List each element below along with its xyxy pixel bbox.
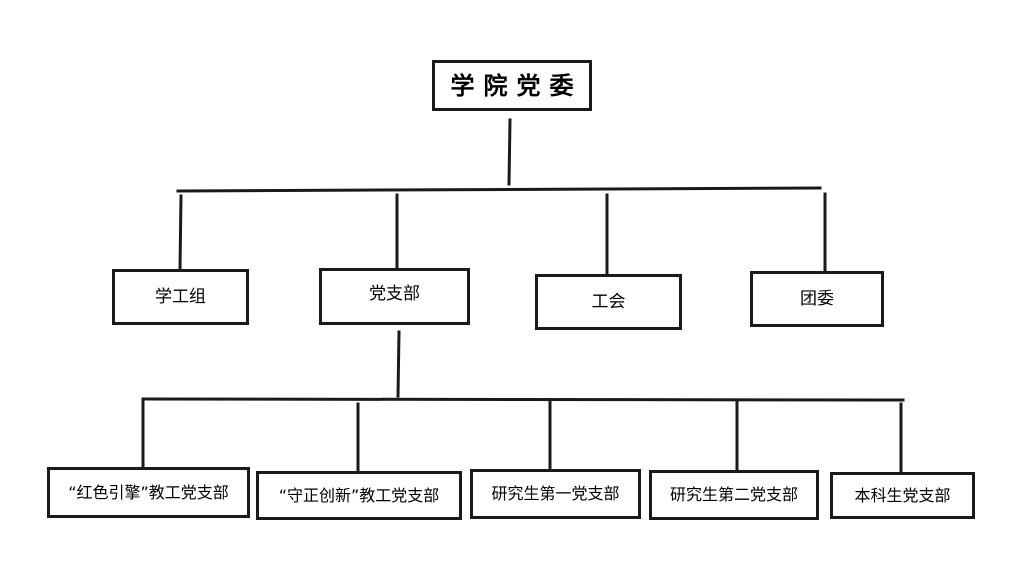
root-connector bbox=[507, 118, 512, 186]
node-dangzhibu: 党支部 bbox=[319, 268, 470, 325]
node-leaf-1: “红色引擎”教工党支部 bbox=[47, 467, 250, 518]
root-label: 学院党委 bbox=[450, 71, 583, 100]
branch-connector bbox=[396, 330, 401, 398]
node-leaf-3: 研究生第一党支部 bbox=[470, 469, 641, 519]
node-label: “红色引擎”教工党支部 bbox=[68, 482, 229, 502]
node-label: 工会 bbox=[591, 291, 626, 312]
level2-bus bbox=[142, 397, 905, 402]
node-label: 党支部 bbox=[369, 284, 420, 304]
node-label: 研究生第一党支部 bbox=[491, 484, 620, 503]
drop-xuegongzu bbox=[178, 194, 183, 271]
node-label: 学工组 bbox=[155, 286, 206, 307]
node-tuanwei: 团委 bbox=[750, 271, 884, 327]
root-node: 学院党委 bbox=[432, 60, 592, 111]
node-gonghui: 工会 bbox=[535, 274, 682, 330]
node-label: 研究生第二党支部 bbox=[669, 485, 798, 504]
node-label: 团委 bbox=[800, 288, 834, 309]
node-leaf-5: 本科生党支部 bbox=[830, 472, 975, 519]
node-label: “守正创新”教工党支部 bbox=[278, 485, 440, 505]
node-leaf-4: 研究生第二党支部 bbox=[649, 470, 819, 520]
level1-bus bbox=[176, 186, 822, 193]
node-label: 本科生党支部 bbox=[854, 485, 951, 505]
node-leaf-2: “守正创新”教工党支部 bbox=[256, 471, 462, 520]
node-xuegongzu: 学工组 bbox=[112, 269, 249, 325]
